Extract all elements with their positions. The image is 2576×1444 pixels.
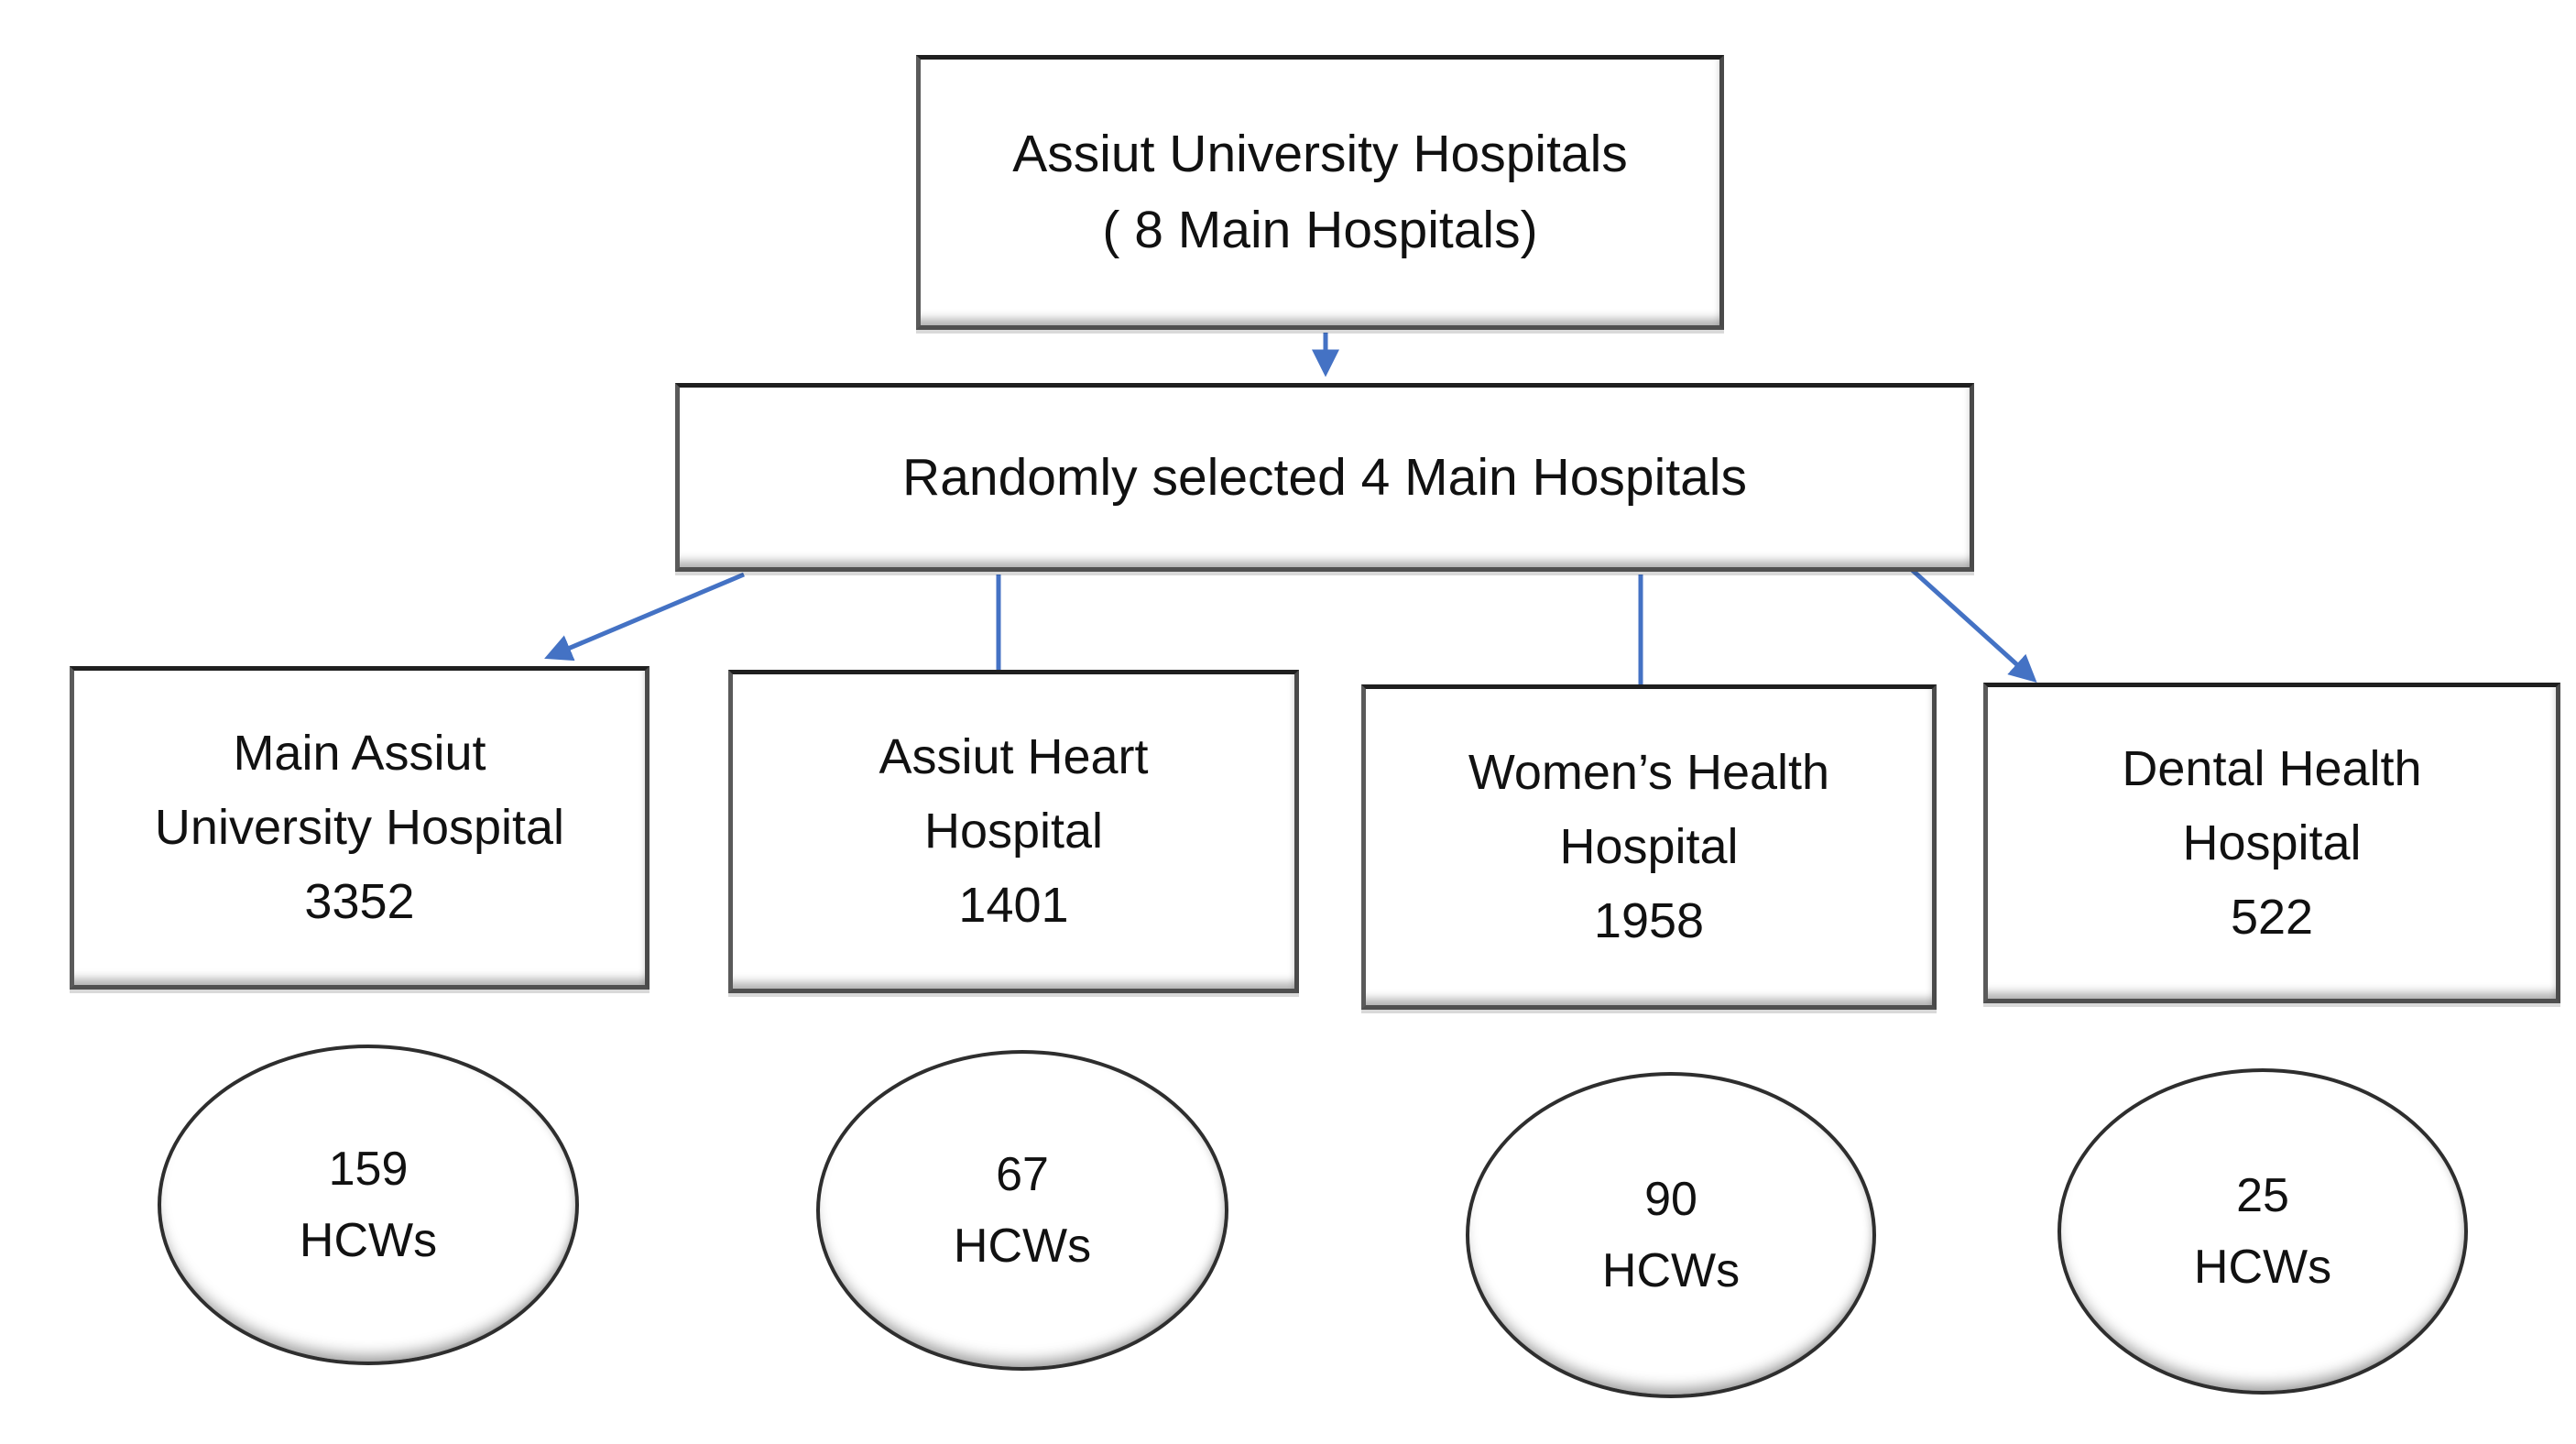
sample-count: 159 [328,1143,409,1196]
sample-unit: HCWs [1601,1244,1741,1297]
hospital-name-line1: Main Assiut [233,726,486,781]
hospital-name-line2: Hospital [2182,815,2362,870]
hospital-total-hcws: 1958 [1593,893,1705,948]
selection-label: Randomly selected 4 Main Hospitals [902,447,1747,507]
node-sample-dental-health: 25 HCWs [2058,1068,2468,1395]
hospital-name-line1: Assiut Heart [879,729,1149,784]
node-hospital-main-assiut: Main Assiut University Hospital 3352 [70,666,649,990]
hospital-name-line2: University Hospital [154,800,565,855]
sample-unit: HCWs [953,1220,1092,1273]
root-title-line1: Assiut University Hospitals [1012,125,1628,184]
arrow-selection-to-main-assiut [544,572,745,662]
sample-unit: HCWs [2193,1241,2332,1294]
arrow-selection-to-dental-health [1908,566,2037,684]
hospital-total-hcws: 1401 [958,878,1069,933]
node-hospital-dental-health: Dental Health Hospital 522 [1983,683,2560,1003]
hospital-total-hcws: 522 [2230,889,2314,945]
hospital-name-line2: Hospital [923,804,1104,859]
node-random-selection: Randomly selected 4 Main Hospitals [675,383,1974,572]
node-root-hospitals: Assiut University Hospitals ( 8 Main Hos… [916,55,1724,330]
hospital-name-line1: Women’s Health [1468,745,1830,800]
node-sample-main-assiut: 159 HCWs [158,1045,579,1365]
node-sample-womens-health: 90 HCWs [1466,1072,1876,1398]
sample-unit: HCWs [299,1214,438,1267]
sample-count: 25 [2236,1169,2289,1222]
node-hospital-assiut-heart: Assiut Heart Hospital 1401 [728,670,1299,993]
hospital-name-line1: Dental Health [2122,740,2422,796]
hospital-name-line2: Hospital [1559,819,1739,874]
node-sample-assiut-heart: 67 HCWs [816,1050,1228,1371]
sample-count: 67 [996,1148,1049,1201]
hospital-total-hcws: 3352 [304,874,415,929]
sample-count: 90 [1644,1173,1697,1226]
node-hospital-womens-health: Women’s Health Hospital 1958 [1361,684,1937,1010]
root-title-line2: ( 8 Main Hospitals) [1102,201,1538,259]
